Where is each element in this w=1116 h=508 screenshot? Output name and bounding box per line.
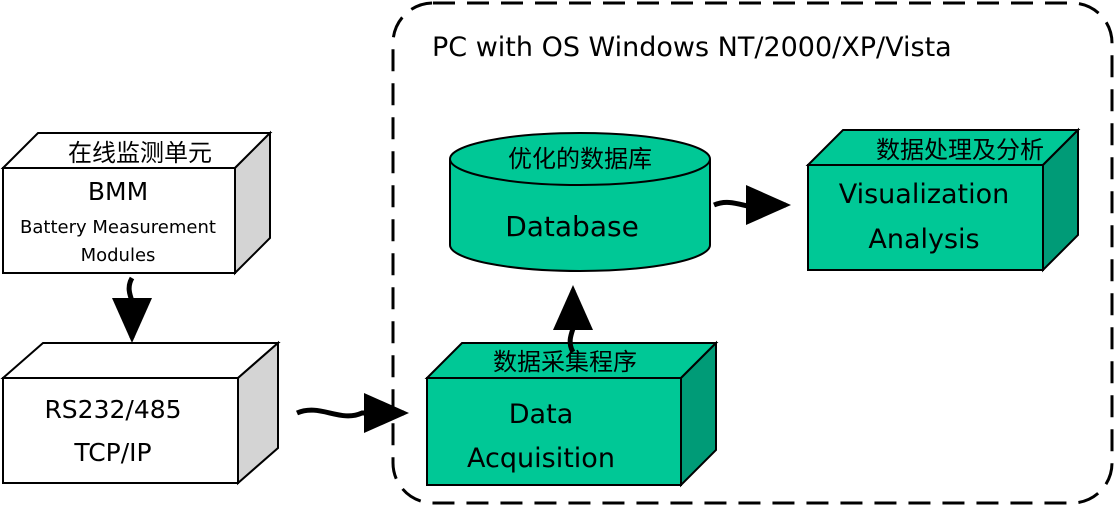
database-cylinder: 优化的数据库 Database [449, 132, 711, 272]
database-cylinder-body [449, 159, 711, 272]
bmm-box: 在线监测单元 BMM Battery Measurement Modules [0, 130, 273, 276]
arrow-database-to-visualization [713, 185, 791, 225]
acquisition-box-front [426, 377, 682, 486]
database-cylinder-top [449, 132, 711, 186]
bmm-line1: Battery Measurement [20, 217, 216, 238]
rs232-box-top [0, 342, 281, 379]
acquisition-box: 数据采集程序 Data Acquisition [424, 340, 719, 488]
bmm-title: BMM [88, 177, 148, 206]
acquisition-line1: Data [509, 399, 573, 430]
pc-container-title: PC with OS Windows NT/2000/XP/Vista [432, 32, 952, 63]
visualization-box: 数据处理及分析 Visualization Analysis [805, 127, 1081, 273]
rs232-line2: TCP/IP [73, 438, 151, 467]
rs232-box: RS232/485 TCP/IP [0, 340, 281, 486]
visualization-caption: 数据处理及分析 [876, 136, 1044, 164]
acquisition-caption: 数据采集程序 [493, 348, 637, 376]
database-title: Database [505, 210, 639, 243]
rs232-box-front [2, 377, 239, 484]
bmm-box-front [2, 167, 236, 274]
arrow-bmm-to-rs232 [112, 276, 152, 343]
visualization-box-front [807, 164, 1044, 271]
visualization-line2: Analysis [868, 224, 979, 255]
acquisition-line2: Acquisition [467, 443, 615, 474]
bmm-caption: 在线监测单元 [68, 139, 212, 167]
arrow-acquisition-to-database [553, 285, 593, 354]
pc-container: PC with OS Windows NT/2000/XP/Vista [391, 1, 1114, 505]
bmm-line2: Modules [81, 245, 156, 266]
database-caption: 优化的数据库 [508, 145, 652, 173]
rs232-line1: RS232/485 [44, 395, 181, 424]
pc-container-border [391, 1, 1114, 505]
arrow-rs232-to-acquisition [296, 393, 409, 433]
visualization-line1: Visualization [839, 179, 1010, 210]
